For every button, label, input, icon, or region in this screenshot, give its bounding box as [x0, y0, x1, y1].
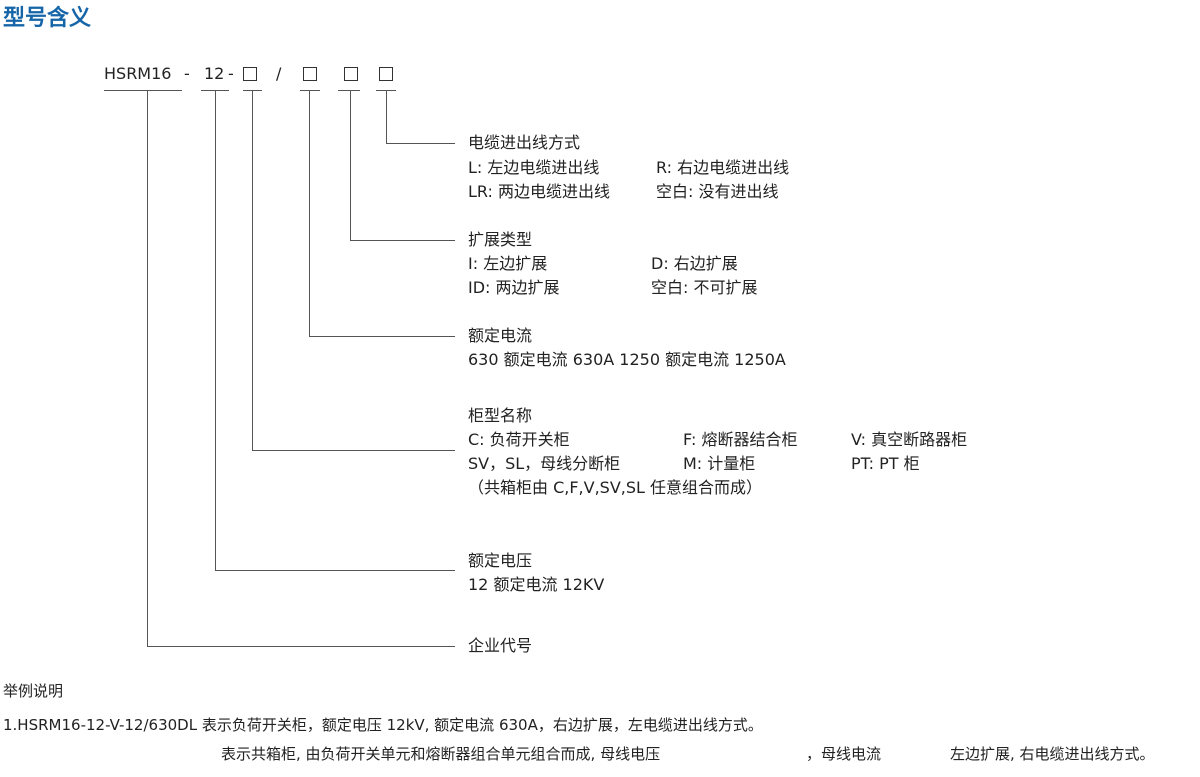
voltage-values: 12 额定电流 12KV [468, 575, 605, 594]
placeholder-box-cabinet [243, 67, 257, 81]
example-heading: 举例说明 [3, 682, 64, 700]
placeholder-box-extension [344, 67, 358, 81]
cable-left: L: 左边电缆进出线 [468, 158, 600, 177]
leader-enterprise [147, 91, 455, 647]
extension-heading: 扩展类型 [468, 230, 533, 249]
example-line-2-part-1: 表示共箱柜, 由负荷开关单元和熔断器组合单元组合而成, 母线电压 [221, 745, 661, 763]
current-heading: 额定电流 [468, 326, 533, 345]
cable-none: 空白: 没有进出线 [656, 182, 779, 201]
current-values: 630 额定电流 630A 1250 额定电流 1250A [468, 350, 786, 369]
cabinet-c: C: 负荷开关柜 [468, 430, 570, 449]
enterprise-code-label: 企业代号 [468, 636, 533, 655]
cabinet-heading: 柜型名称 [468, 406, 533, 425]
leader-cabinet [252, 91, 455, 451]
model-dash-2: - [228, 64, 234, 83]
cabinet-f: F: 熔断器结合柜 [683, 430, 798, 449]
leader-voltage [215, 91, 455, 571]
cabinet-m: M: 计量柜 [683, 454, 756, 473]
cabinet-sv: SV，SL，母线分断柜 [468, 454, 621, 473]
extension-both: ID: 两边扩展 [468, 278, 560, 297]
cabinet-pt: PT: PT 柜 [851, 454, 920, 473]
model-voltage-code: 12 [204, 64, 225, 83]
example-line-2-part-2: ，母线电流 [806, 745, 882, 763]
leader-current [309, 91, 455, 337]
example-line-2-part-3: 左边扩展, 右电缆进出线方式。 [950, 745, 1155, 763]
placeholder-box-cable [379, 67, 393, 81]
extension-left: I: 左边扩展 [468, 254, 548, 273]
cable-both: LR: 两边电缆进出线 [468, 182, 611, 201]
leader-extension [350, 91, 455, 241]
cable-heading: 电缆进出线方式 [468, 133, 581, 152]
leader-cable [386, 91, 455, 144]
cabinet-note: （共箱柜由 C,F,V,SV,SL 任意组合而成） [468, 478, 763, 497]
extension-right: D: 右边扩展 [651, 254, 738, 273]
cabinet-v: V: 真空断路器柜 [851, 430, 968, 449]
model-slash: / [276, 64, 282, 83]
extension-none: 空白: 不可扩展 [651, 278, 758, 297]
cable-right: R: 右边电缆进出线 [656, 158, 790, 177]
voltage-heading: 额定电压 [468, 551, 533, 570]
example-line-1: 1.HSRM16-12-V-12/630DL 表示负荷开关柜，额定电压 12kV… [3, 716, 763, 734]
model-prefix: HSRM16 [104, 64, 172, 83]
page-title: 型号含义 [3, 6, 92, 31]
placeholder-box-current [303, 67, 317, 81]
model-dash-1: - [184, 64, 190, 83]
